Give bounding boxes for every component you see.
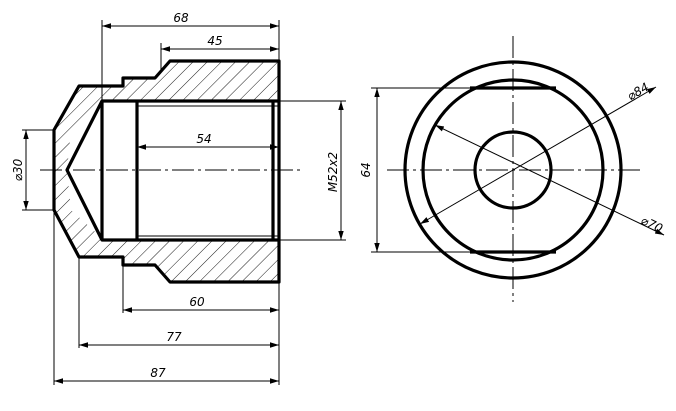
outer-contour — [52, 59, 281, 284]
hatch-lower — [54, 210, 279, 282]
dim-d84: ⌀84 — [625, 80, 651, 103]
dim-87: 87 — [150, 366, 166, 380]
dim-54: 54 — [196, 132, 211, 146]
section-view — [40, 59, 300, 284]
leader-d70 — [434, 124, 665, 236]
dim-60: 60 — [189, 295, 205, 309]
dim-64: 64 — [359, 162, 373, 177]
dim-77: 77 — [166, 330, 182, 344]
end-view — [387, 36, 640, 302]
dim-45: 45 — [207, 34, 222, 48]
dim-68: 68 — [173, 11, 189, 25]
section-dimensions: 68 45 54 60 77 87 ⌀30 M52x2 — [11, 11, 346, 385]
dim-d70: ⌀70 — [639, 213, 666, 236]
hatch-tip — [54, 130, 71, 210]
dim-thread: M52x2 — [326, 152, 340, 192]
dim-d30: ⌀30 — [11, 158, 25, 181]
hatch-upper — [54, 61, 279, 130]
